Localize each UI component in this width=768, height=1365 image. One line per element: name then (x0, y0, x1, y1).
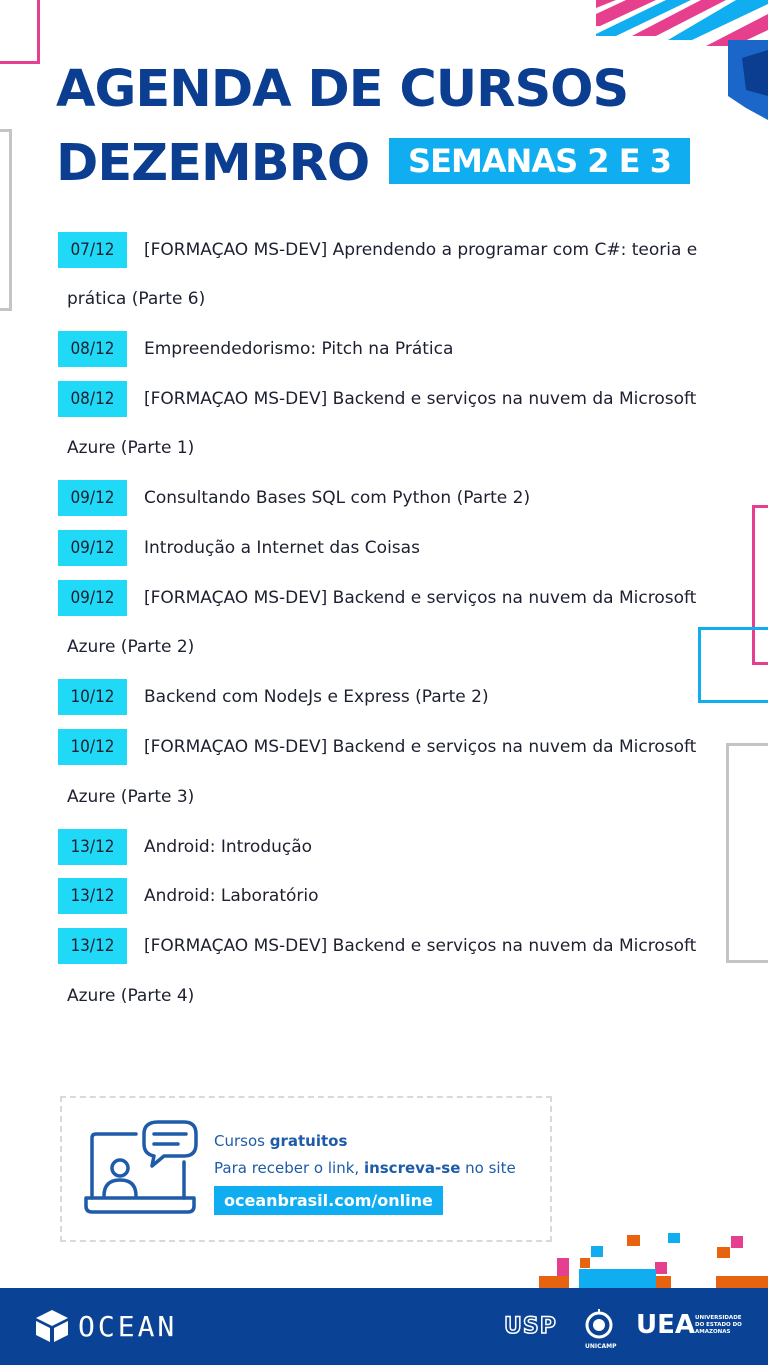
course-title: Backend com NodeJs e Express (Parte 2) (144, 687, 489, 707)
uea-subtitle: UNIVERSIDADE DO ESTADO DO AMAZONAS (695, 1315, 742, 1335)
course-title-continuation: Azure (Parte 1) (67, 438, 195, 458)
footer: OCEAN USP UNICAMP UEA UNIVERSIDADE DO ES… (0, 1288, 768, 1365)
course-title: [FORMAÇAO MS-DEV] Backend e serviços na … (144, 936, 697, 956)
deco-pink-frame-topleft (0, 0, 40, 64)
info-subscribe-suffix: no site (460, 1159, 516, 1177)
course-title: Empreendedorismo: Pitch na Prática (144, 339, 454, 359)
course-date: 07/12 (58, 232, 127, 268)
course-date: 08/12 (58, 381, 127, 417)
page-title-line1: AGENDA DE CURSOS (56, 60, 629, 119)
course-title: Consultando Bases SQL com Python (Parte … (144, 488, 531, 508)
ocean-logo-text: OCEAN (78, 1310, 178, 1343)
info-free-courses: Cursos gratuitos (214, 1132, 347, 1150)
course-date: 13/12 (58, 928, 127, 964)
course-date: 10/12 (58, 679, 127, 715)
schedule-row: 07/12 [FORMAÇAO MS-DEV] Aprendendo a pro… (58, 232, 698, 268)
deco-blue-frame-right (698, 627, 768, 703)
schedule-row: 13/12 Android: Laboratório (58, 878, 698, 914)
schedule-row: 10/12 [FORMAÇAO MS-DEV] Backend e serviç… (58, 729, 698, 765)
schedule-row: 09/12 [FORMAÇAO MS-DEV] Backend e serviç… (58, 580, 698, 616)
website-link[interactable]: oceanbrasil.com/online (214, 1186, 443, 1215)
unicamp-logo-icon (585, 1309, 613, 1339)
course-title-continuation: Azure (Parte 4) (67, 986, 195, 1006)
course-date: 09/12 (58, 530, 127, 566)
info-subscribe-bold: inscreva-se (363, 1159, 461, 1177)
info-box: Cursos gratuitos Para receber o link, in… (60, 1096, 552, 1242)
schedule-row: 08/12 [FORMAÇAO MS-DEV] Backend e serviç… (58, 381, 698, 417)
course-title: [FORMAÇAO MS-DEV] Backend e serviços na … (144, 588, 697, 608)
course-title: [FORMAÇAO MS-DEV] Backend e serviços na … (144, 389, 697, 409)
deco-grey-frame-left (0, 129, 12, 311)
course-title: [FORMAÇAO MS-DEV] Aprendendo a programar… (144, 240, 698, 260)
deco-grey-frame-right (726, 743, 768, 963)
course-date: 13/12 (58, 878, 127, 914)
schedule-row: 09/12 Introdução a Internet das Coisas (58, 530, 698, 566)
ocean-logo-icon (36, 1310, 68, 1342)
course-title: [FORMAÇAO MS-DEV] Backend e serviços na … (144, 737, 697, 757)
info-free-courses-bold: gratuitos (269, 1132, 348, 1150)
unicamp-label: UNICAMP (585, 1343, 617, 1350)
course-title-continuation: prática (Parte 6) (67, 289, 206, 309)
uea-logo: UEA (636, 1310, 695, 1340)
schedule-row: 10/12 Backend com NodeJs e Express (Part… (58, 679, 698, 715)
course-title: Introdução a Internet das Coisas (144, 538, 420, 558)
course-date: 09/12 (58, 580, 127, 616)
page-title-line2: DEZEMBRO (56, 134, 370, 193)
course-date: 10/12 (58, 729, 127, 765)
info-free-courses-prefix: Cursos (214, 1132, 270, 1150)
info-subscribe-prefix: Para receber o link, (214, 1159, 364, 1177)
deco-stripes-topright (596, 0, 768, 120)
usp-logo: USP (503, 1313, 557, 1340)
schedule-row: 09/12 Consultando Bases SQL com Python (… (58, 480, 698, 516)
online-class-chat-icon (84, 1120, 198, 1214)
course-date: 13/12 (58, 829, 127, 865)
weeks-badge: SEMANAS 2 E 3 (389, 138, 690, 184)
schedule-row: 13/12 [FORMAÇAO MS-DEV] Backend e serviç… (58, 928, 698, 964)
course-title-continuation: Azure (Parte 3) (67, 787, 195, 807)
info-subscribe-text: Para receber o link, inscreva-se no site (214, 1159, 516, 1177)
deco-pink-frame-right (752, 505, 768, 665)
course-date: 08/12 (58, 331, 127, 367)
schedule-row: 08/12 Empreendedorismo: Pitch na Prática (58, 331, 698, 367)
schedule-row: 13/12 Android: Introdução (58, 829, 698, 865)
course-title: Android: Laboratório (144, 886, 319, 906)
course-title: Android: Introdução (144, 837, 313, 857)
course-date: 09/12 (58, 480, 127, 516)
course-title-continuation: Azure (Parte 2) (67, 637, 195, 657)
